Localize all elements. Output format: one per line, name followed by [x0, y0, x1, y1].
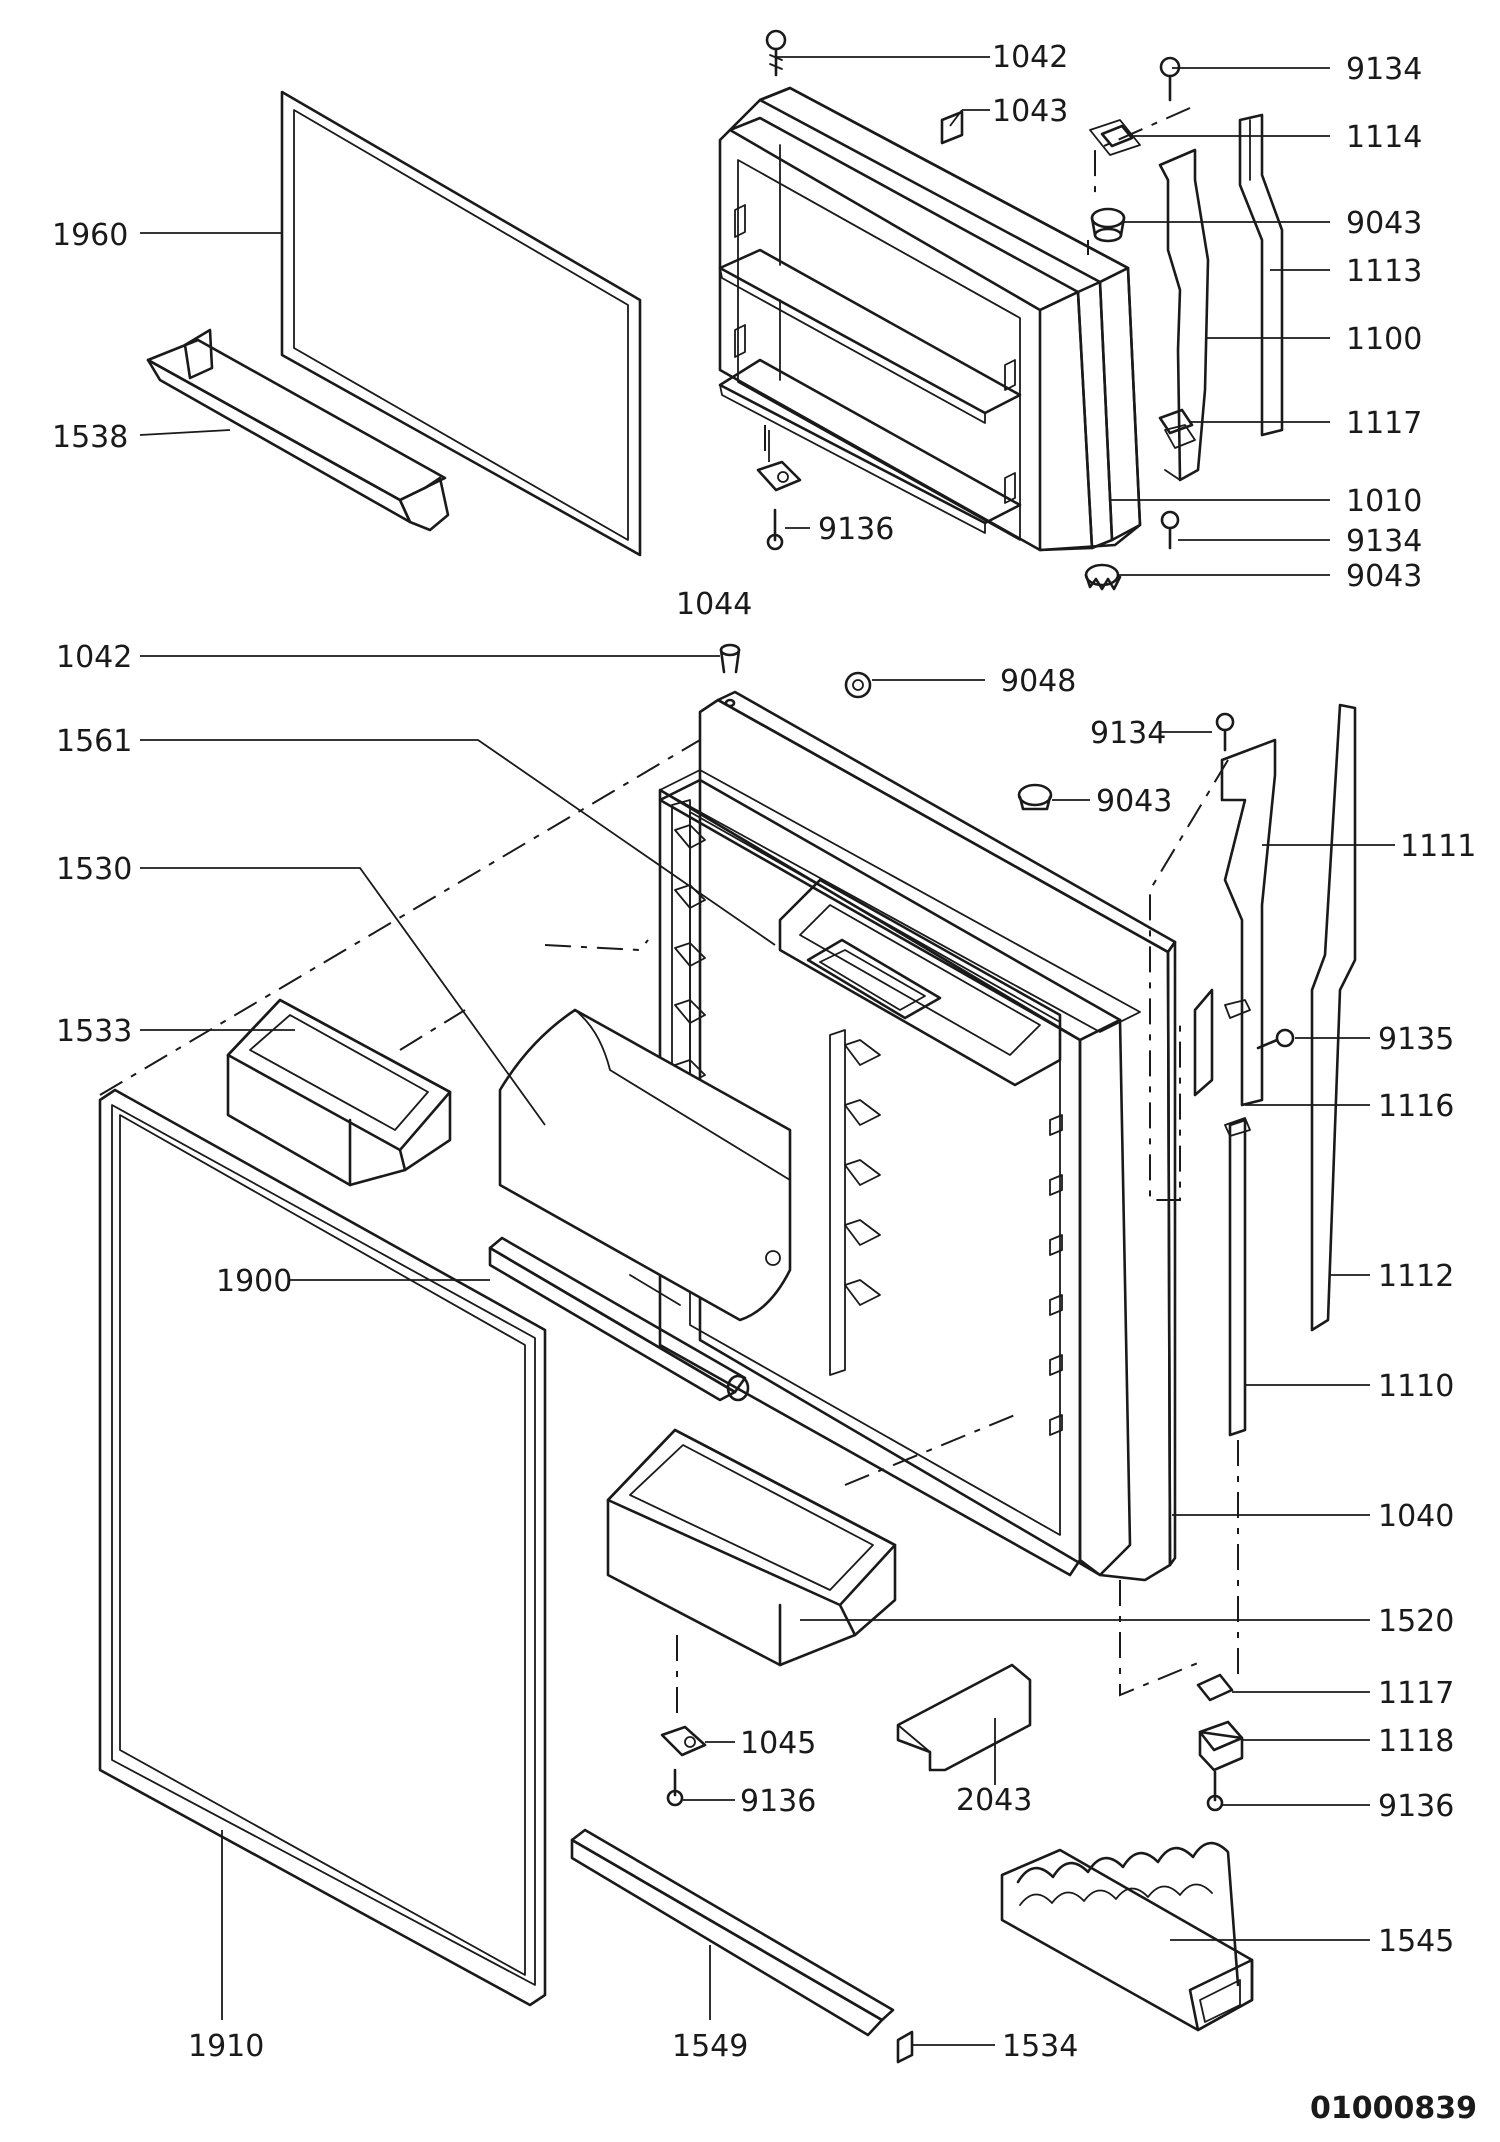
part-1545-egg-tray	[1000, 1841, 1254, 2032]
part-1534-end-cap	[896, 2030, 914, 2064]
label-1118: 1118	[1378, 1724, 1454, 1759]
label-1116: 1116	[1378, 1089, 1454, 1124]
label-1534: 1534	[1002, 2029, 1078, 2064]
label-1045: 1045	[740, 1726, 816, 1761]
label-1043: 1043	[992, 94, 1068, 129]
label-1530: 1530	[56, 852, 132, 887]
part-1900-door-shelf-bar	[488, 1236, 750, 1402]
label-1113: 1113	[1346, 254, 1422, 289]
part-9043-cap-upper	[1090, 207, 1126, 243]
label-1545: 1545	[1378, 1924, 1454, 1959]
part-1044-hinge-bracket-freezer	[756, 430, 802, 492]
label-9134-mid: 9134	[1346, 524, 1422, 559]
part-1117-hinge-plate-b	[1196, 1673, 1234, 1702]
part-1111-hinge-bar-lower	[1220, 738, 1277, 1107]
part-1960-freezer-door-gasket	[280, 90, 642, 557]
document-code: 01000839	[1310, 2091, 1477, 2126]
part-1043-cover-plate	[940, 110, 964, 145]
part-1533-door-bin-small	[226, 998, 452, 1187]
label-2043: 2043	[956, 1783, 1032, 1818]
part-1538-freezer-door-shelf	[146, 328, 450, 532]
label-1561: 1561	[56, 724, 132, 759]
part-9043-cap-lower	[1084, 563, 1122, 591]
part-9136-screw-freezer	[766, 508, 784, 551]
leader-lines	[139, 56, 1395, 2046]
part-9135-screw	[1256, 1028, 1295, 1050]
part-1549-trim-strip	[570, 1828, 895, 2037]
part-1110-hinge-cover-short	[1224, 1117, 1251, 1437]
label-1042-lower: 1042	[56, 640, 132, 675]
label-9136-lower: 9136	[1378, 1789, 1454, 1824]
label-9136-top: 9136	[818, 512, 894, 547]
label-1549: 1549	[672, 2029, 748, 2064]
label-1112: 1112	[1378, 1259, 1454, 1294]
part-1530-dairy-compartment-door	[498, 1008, 792, 1322]
label-1960: 1960	[52, 218, 128, 253]
part-1100-hinge-bar	[1158, 148, 1210, 482]
label-1044: 1044	[676, 587, 752, 622]
label-1100: 1100	[1346, 322, 1422, 357]
label-1117-top: 1117	[1346, 406, 1422, 441]
part-1045-hinge-bracket-fridge	[660, 1725, 707, 1757]
label-9134-lower: 9134	[1090, 716, 1166, 751]
part-labels: 1042 1043 9134 1114 1960 9043 1113 1100 …	[52, 40, 1476, 2064]
part-9136-screw-fridge	[666, 1768, 684, 1807]
label-1520: 1520	[1378, 1604, 1454, 1639]
part-1112-hinge-cover-long	[1310, 703, 1357, 1332]
label-1040: 1040	[1378, 1499, 1454, 1534]
label-1910: 1910	[188, 2029, 264, 2064]
part-1040-refrigerator-door-panel	[658, 690, 1177, 1582]
part-9043-cap-middle	[1017, 783, 1053, 811]
label-1114: 1114	[1346, 120, 1422, 155]
part-9048-grommet	[844, 671, 872, 699]
label-1533: 1533	[56, 1014, 132, 1049]
part-1117-hinge-plate-a	[1158, 408, 1194, 435]
part-2043-clip	[896, 1663, 1032, 1772]
part-1520-door-bin-large	[606, 1428, 897, 1667]
label-1042-top: 1042	[992, 40, 1068, 75]
label-9043-lower: 9043	[1096, 784, 1172, 819]
part-1118-hinge-bracket-lower	[1198, 1720, 1244, 1772]
label-9135: 9135	[1378, 1022, 1454, 1057]
part-9134-screw-middle	[1215, 712, 1235, 752]
label-1111: 1111	[1400, 829, 1476, 864]
part-1113-hinge-cover	[1238, 113, 1284, 437]
part-1114-hinge-plate-upper	[1089, 119, 1141, 156]
part-1116-hinge-plate	[1193, 988, 1214, 1097]
label-1010: 1010	[1346, 484, 1422, 519]
part-9134-screw-lower	[1160, 510, 1180, 550]
label-9134-top: 9134	[1346, 52, 1422, 87]
part-1910-refrigerator-door-gasket	[98, 1088, 547, 2007]
label-9048: 9048	[1000, 664, 1076, 699]
part-9136-screw-hinge-lower	[1206, 1770, 1224, 1812]
label-1538: 1538	[52, 420, 128, 455]
part-1042-pin-lower	[719, 643, 741, 708]
part-9134-screw-upper	[1159, 56, 1181, 102]
assembly-lines	[99, 107, 1239, 1720]
label-9043-mid: 9043	[1346, 559, 1422, 594]
part-1042-screw-top	[765, 29, 787, 77]
label-1110: 1110	[1378, 1369, 1454, 1404]
label-1117-lower: 1117	[1378, 1676, 1454, 1711]
label-9136-mid: 9136	[740, 1784, 816, 1819]
label-9043-top: 9043	[1346, 206, 1422, 241]
label-1900: 1900	[216, 1264, 292, 1299]
part-1010-freezer-door-panel	[718, 86, 1142, 552]
